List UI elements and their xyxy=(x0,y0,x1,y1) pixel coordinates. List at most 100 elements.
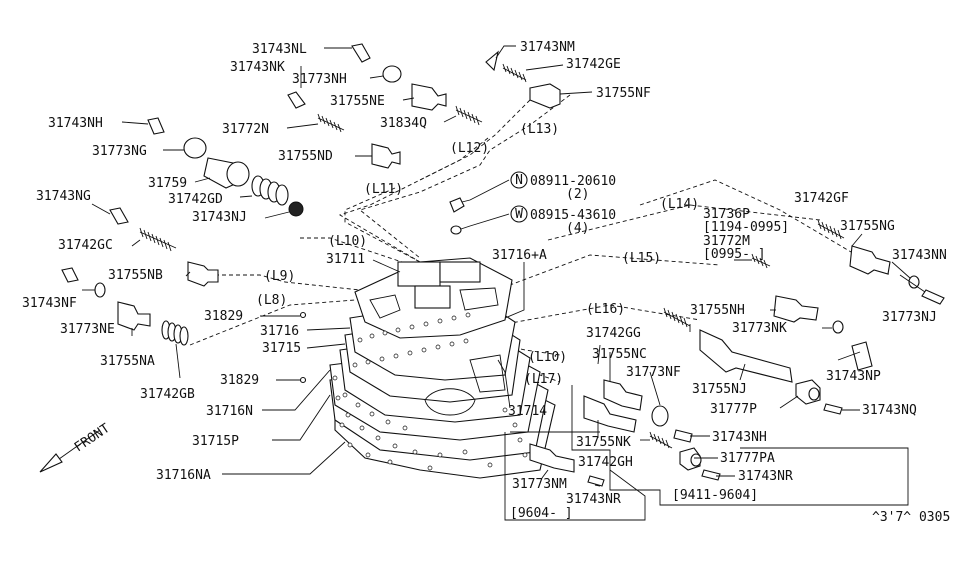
label-31742GG: 31742GG xyxy=(586,326,641,341)
clip-31743NQ xyxy=(823,403,843,415)
valve-31755NC xyxy=(603,379,643,411)
label-31743NH-lower: 31743NH xyxy=(712,430,767,445)
label-31759: 31759 xyxy=(148,176,187,191)
spring-31742GF xyxy=(817,219,845,240)
plug-31773NJ xyxy=(908,275,920,289)
label-L9: (L9) xyxy=(264,269,295,284)
valve-31755NF xyxy=(529,83,561,109)
label-31715P: 31715P xyxy=(192,434,239,449)
label-31714: 31714 xyxy=(508,404,547,419)
plug-31777P xyxy=(795,379,821,405)
label-08915-43610: 08915-43610 xyxy=(530,208,616,223)
label-31743NQ: 31743NQ xyxy=(862,403,917,418)
spring-31736P xyxy=(751,253,771,269)
label-31829-upper: 31829 xyxy=(204,309,243,324)
label-31743NH-upper: 31743NH xyxy=(48,116,103,131)
label-31773NE: 31773NE xyxy=(60,322,115,337)
label-date-9411-9604: [9411-9604] xyxy=(672,488,758,503)
label-31742GE: 31742GE xyxy=(566,57,621,72)
clip-31743NP xyxy=(851,341,873,371)
label-08911-qty: (2) xyxy=(566,187,589,202)
label-31715: 31715 xyxy=(262,341,301,356)
clip-31743NR-box xyxy=(587,475,605,487)
label-L17: (L17) xyxy=(524,372,563,387)
label-L12: (L12) xyxy=(450,141,489,156)
clip-31743NL xyxy=(351,43,371,63)
label-31743NG: 31743NG xyxy=(36,189,91,204)
spring-31742GC xyxy=(139,227,177,252)
spring-31742GG xyxy=(663,307,691,328)
valve-31755NJ xyxy=(699,329,793,383)
label-31743NM: 31743NM xyxy=(520,40,575,55)
circle-symbols: N W xyxy=(510,171,528,223)
label-31777PA: 31777PA xyxy=(720,451,775,466)
label-31755NG: 31755NG xyxy=(840,219,895,234)
label-31743NK: 31743NK xyxy=(230,60,285,75)
leader-lines xyxy=(82,45,926,487)
label-date-9604: [9604- ] xyxy=(510,506,573,521)
n-symbol: N xyxy=(515,173,523,188)
label-31742GH: 31742GH xyxy=(578,455,633,470)
label-31829-lower: 31829 xyxy=(220,373,259,388)
spring-31742GB xyxy=(161,320,189,346)
label-31716N: 31716N xyxy=(206,404,253,419)
clip-31743NR-right xyxy=(701,469,721,481)
diagram-reference-code: ^3'7^ 0305 xyxy=(872,510,950,525)
label-L15: (L15) xyxy=(622,251,661,266)
valve-31755NA xyxy=(117,301,151,331)
label-31742GC: 31742GC xyxy=(58,238,113,253)
spring-31742GE xyxy=(502,63,527,83)
label-31772M-date: [0995- ] xyxy=(703,247,766,262)
clip-31743NK xyxy=(287,91,306,109)
spring-31834Q xyxy=(455,105,483,126)
label-31773NK: 31773NK xyxy=(732,321,787,336)
plug-31777PA xyxy=(679,447,702,471)
label-31755NB: 31755NB xyxy=(108,268,163,283)
label-31742GD: 31742GD xyxy=(168,192,223,207)
nut-08911 xyxy=(449,197,465,213)
label-31736P: 31736P xyxy=(703,207,750,222)
front-label: FRONT xyxy=(72,421,113,455)
w-symbol: W xyxy=(515,207,523,222)
clip-31743NN xyxy=(921,289,945,305)
label-31755ND: 31755ND xyxy=(278,149,333,164)
pin-31829-upper xyxy=(299,311,307,319)
plug-31773NK xyxy=(832,320,844,334)
label-31773NH: 31773NH xyxy=(292,72,347,87)
spring-31742GH xyxy=(649,431,673,449)
label-31755NJ: 31755NJ xyxy=(692,382,747,397)
clip-31743NH-upper xyxy=(147,117,165,135)
label-08911-20610: 08911-20610 xyxy=(530,174,616,189)
plug-31773NG xyxy=(183,137,207,159)
label-31755NF: 31755NF xyxy=(596,86,651,101)
clip-31743NG xyxy=(109,207,129,225)
clip-31743NF xyxy=(61,267,79,283)
label-31777P: 31777P xyxy=(710,402,757,417)
label-31743NR-box: 31743NR xyxy=(566,492,621,507)
label-31742GB: 31742GB xyxy=(140,387,195,402)
label-31773NJ: 31773NJ xyxy=(882,310,937,325)
clip-31743NH-lower xyxy=(673,429,693,443)
label-31711: 31711 xyxy=(326,252,365,267)
part-labels: 31743NL 31743NK 31773NH 31755NE 31743NM … xyxy=(22,40,950,525)
label-31772M: 31772M xyxy=(703,234,750,249)
valve-31773NM xyxy=(529,443,575,473)
label-31773NG: 31773NG xyxy=(92,144,147,159)
label-31743NR-right: 31743NR xyxy=(738,469,793,484)
label-31755NK: 31755NK xyxy=(576,435,631,450)
label-L11: (L11) xyxy=(364,182,403,197)
parts xyxy=(61,43,945,487)
label-31743NJ: 31743NJ xyxy=(192,210,247,225)
label-L14: (L14) xyxy=(660,197,699,212)
label-31716NA: 31716NA xyxy=(156,468,211,483)
label-31742GF: 31742GF xyxy=(794,191,849,206)
pin-31829-lower xyxy=(299,376,307,384)
label-31834Q: 31834Q xyxy=(380,116,427,131)
n-circle-icon xyxy=(510,171,528,189)
valve-body-assembly xyxy=(329,257,556,479)
label-31773NM: 31773NM xyxy=(512,477,567,492)
label-31716A: 31716+A xyxy=(492,248,547,263)
w-circle-icon xyxy=(510,205,528,223)
clip-31743NM xyxy=(485,50,499,72)
